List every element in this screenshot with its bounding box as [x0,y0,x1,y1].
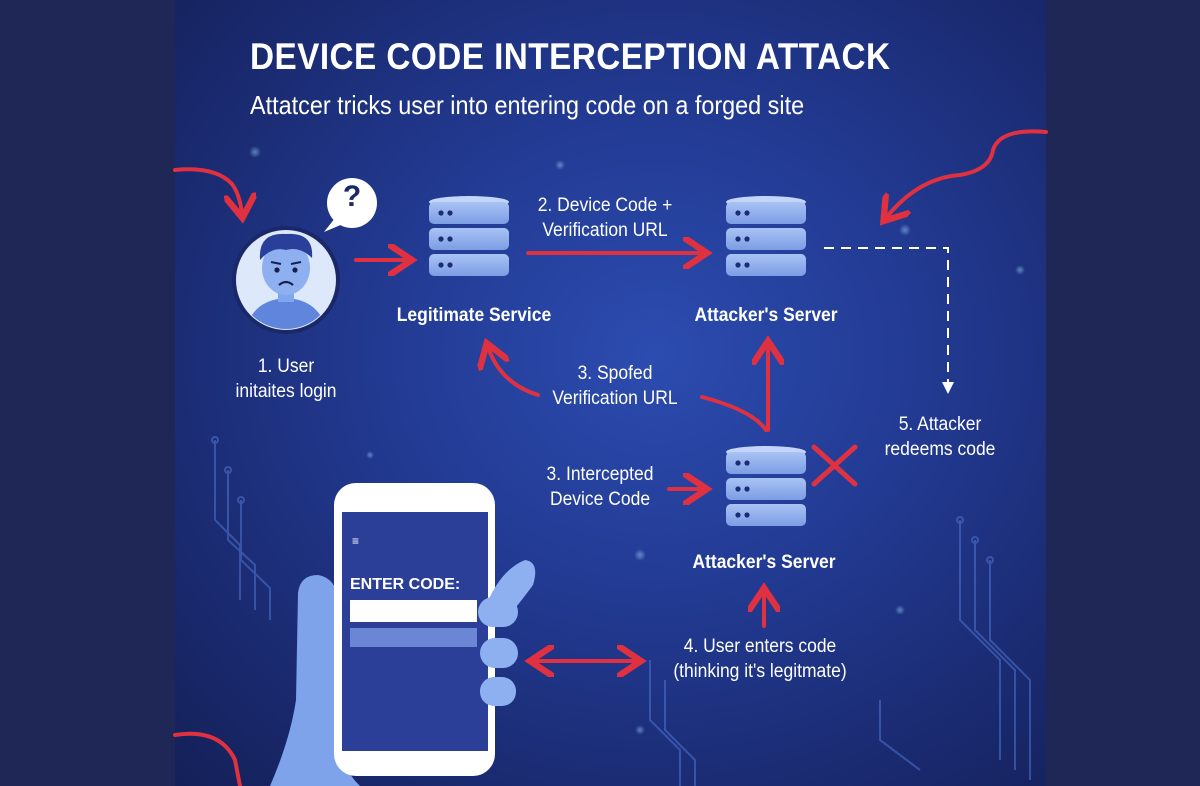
diagram-title: DEVICE CODE INTERCEPTION ATTACK [250,36,891,77]
label-legitimate-service: Legitimate Service [396,305,552,326]
server-led [438,210,444,216]
server-unit [429,228,509,250]
server-legitimate-service [429,196,509,276]
phone-menu-icon: ≡ [352,534,360,548]
diagram-subtitle: Attatcer tricks user into entering code … [250,90,805,120]
server-led [744,486,750,492]
circuit-decoration [211,146,1031,786]
server-led [744,262,750,268]
question-bubble-icon [324,178,377,232]
server-unit [726,504,806,526]
server-led [438,262,444,268]
worried-user-icon [232,226,340,334]
server-led [447,236,453,242]
server-led [744,460,750,466]
server-unit [726,452,806,474]
submit-button-bar [350,628,477,647]
label-attackers-server-bottom: Attacker's Server [692,552,836,573]
hand-holding-phone [270,483,536,786]
server-unit [726,202,806,224]
server-attackers-top [726,196,806,276]
left-margin [0,0,175,786]
server-led [447,210,453,216]
label-attackers-server-top: Attacker's Server [694,305,838,326]
label-step4: 4. User enters code(thinking it's legitm… [673,636,847,682]
server-led [735,210,741,216]
arrow-entry-user [173,167,242,214]
arrow-spoofed-curve [700,395,768,432]
server-attackers-bottom [726,446,806,526]
code-input-box [350,600,477,622]
server-led [447,262,453,268]
server-led [744,236,750,242]
server-unit [726,254,806,276]
server-unit [429,254,509,276]
right-margin [1046,0,1200,786]
server-led [735,512,741,518]
server-unit [429,202,509,224]
x-mark-icon [811,444,858,487]
server-led [735,486,741,492]
server-unit [726,228,806,250]
arrow-entry-phone [173,731,242,786]
server-unit [726,478,806,500]
server-led [744,210,750,216]
phone-enter-code-label: ENTER CODE: [350,576,461,593]
arrow-entry-attacker [886,129,1048,218]
arrow-spoofed-url [488,347,540,397]
dashed-redeem-path [824,247,954,394]
question-mark-glyph: ? [342,180,362,213]
server-led [744,512,750,518]
server-led [735,236,741,242]
server-led [438,236,444,242]
server-led [735,262,741,268]
label-step2: 2. Device Code +Verification URL [537,195,673,241]
server-led [735,460,741,466]
